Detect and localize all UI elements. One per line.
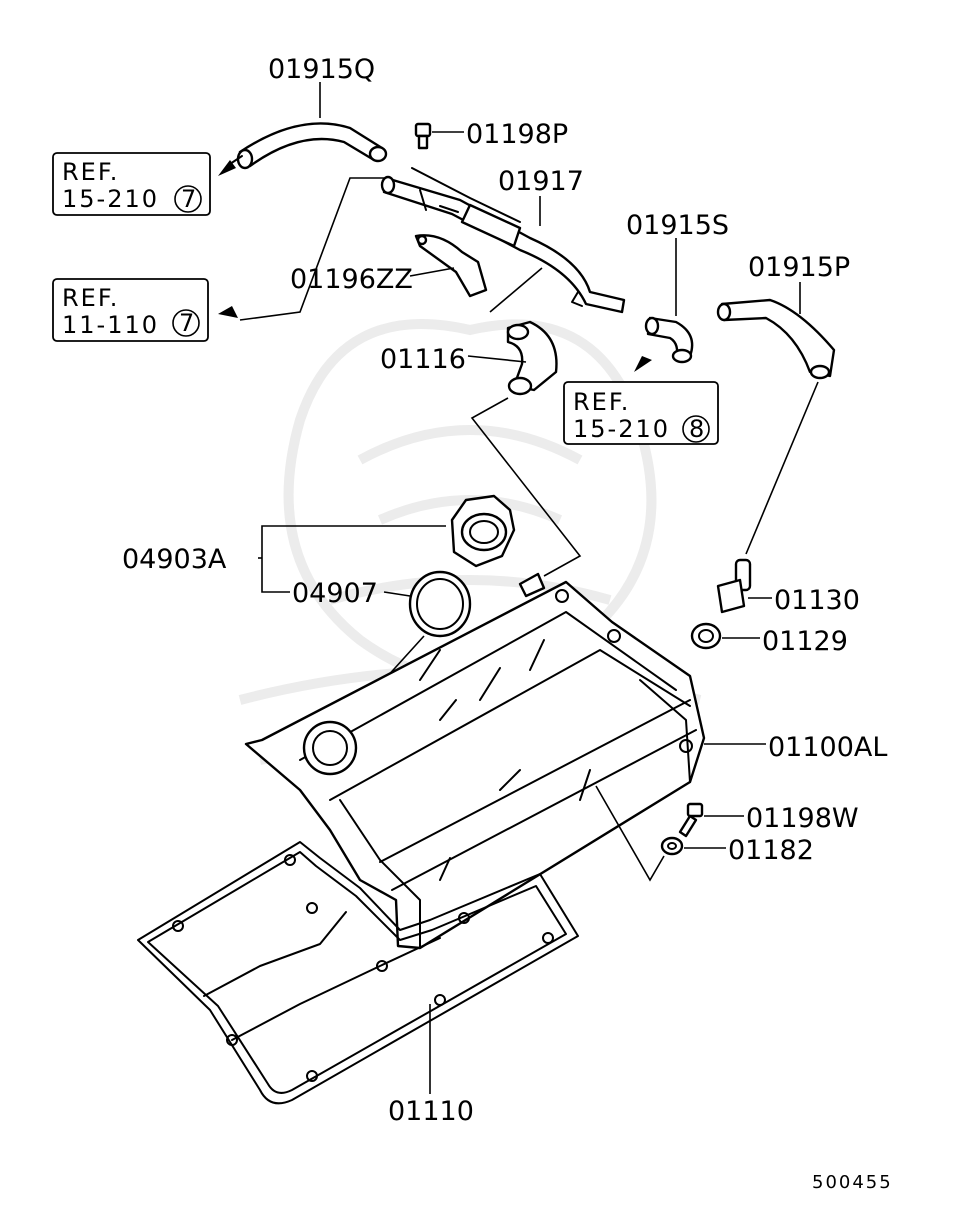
leader-elbow-to-cover — [470, 397, 582, 577]
label-04907: 04907 — [292, 578, 378, 609]
ref-arrow-2 — [218, 306, 238, 318]
oil-cap-04903a — [450, 494, 516, 568]
svg-text:7: 7 — [181, 185, 198, 213]
washer-01182 — [660, 836, 684, 856]
leader-01196zz-ref — [239, 177, 384, 321]
ref-box-2: REF. 11-110 7 — [52, 278, 209, 342]
bracket-01196zz — [414, 234, 488, 298]
ref-arrow-3 — [634, 356, 652, 372]
svg-text:REF.: REF. — [62, 158, 119, 186]
bolt-01198w — [678, 802, 704, 838]
svg-text:REF.: REF. — [62, 284, 119, 312]
label-01100al: 01100AL — [768, 732, 887, 763]
ref-box-1: REF. 15-210 7 — [52, 152, 211, 216]
svg-text:7: 7 — [179, 309, 196, 337]
pcv-valve-01130 — [716, 558, 752, 614]
leader-hose-to-pcv — [745, 381, 819, 555]
label-01110: 01110 — [388, 1096, 474, 1127]
svg-text:15-210: 15-210 — [62, 185, 159, 213]
gasket-01110 — [137, 841, 579, 1105]
hose-01915q — [229, 122, 388, 170]
svg-text:8: 8 — [689, 415, 706, 443]
pipe-01917 — [380, 167, 626, 314]
cap-gasket-04907 — [408, 570, 472, 638]
label-01198w: 01198W — [746, 803, 859, 834]
bolt-01198p — [414, 122, 432, 150]
leader-04903a — [261, 525, 446, 593]
ref-box-3: REF. 15-210 8 — [563, 381, 719, 445]
label-01917: 01917 — [498, 166, 584, 197]
grommet-01129 — [690, 622, 722, 650]
valve-cover-01100al — [244, 572, 706, 950]
label-01130: 01130 — [774, 585, 860, 616]
label-01196zz: 01196ZZ — [290, 264, 413, 295]
label-04903a: 04903A — [122, 544, 227, 575]
hose-01915p — [716, 298, 836, 380]
leader-04907 — [383, 591, 411, 597]
leader-01116 — [467, 355, 527, 363]
label-01198p: 01198P — [466, 119, 568, 150]
label-01915s: 01915S — [626, 210, 729, 241]
leader-pipe-to-elbow — [489, 267, 543, 313]
leader-01196zz — [409, 267, 455, 277]
svg-text:REF.: REF. — [573, 388, 630, 416]
label-01182: 01182 — [728, 835, 814, 866]
diagram-number: 500455 — [812, 1172, 893, 1193]
label-01129: 01129 — [762, 626, 848, 657]
svg-text:11-110: 11-110 — [62, 311, 159, 339]
label-01915p: 01915P — [748, 252, 850, 283]
label-01915q: 01915Q — [268, 54, 375, 85]
hose-01915s — [644, 316, 694, 364]
svg-text:15-210: 15-210 — [573, 415, 670, 443]
elbow-01116 — [506, 320, 558, 396]
label-01116: 01116 — [380, 344, 466, 375]
leader-bolt-to-cover — [595, 785, 665, 882]
ref-arrow-1 — [218, 160, 236, 176]
